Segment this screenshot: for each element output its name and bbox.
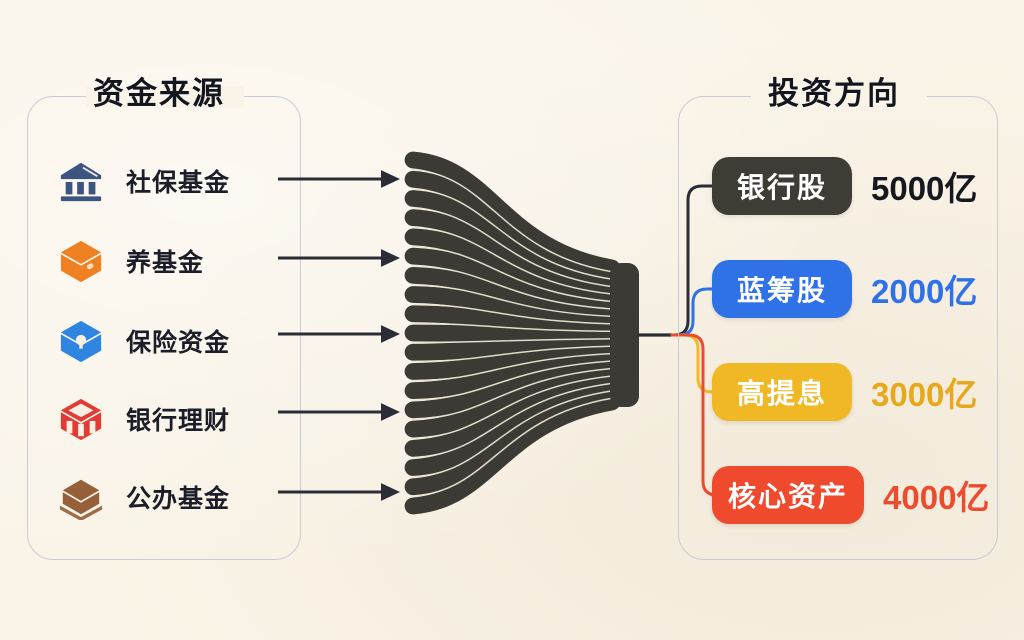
investment-item[interactable]: 蓝筹股 2000亿	[712, 260, 977, 318]
funnel-strand	[404, 356, 621, 419]
left-title-notch	[86, 86, 244, 108]
source-item[interactable]: 保险资金	[58, 310, 308, 372]
funnel-strand-seam	[412, 188, 613, 280]
funnel-strand-seam	[412, 352, 613, 382]
red-cube-icon	[60, 398, 102, 441]
funnel-strand-seam	[412, 360, 613, 402]
funnel-strand	[404, 305, 621, 336]
right-title-notch	[751, 86, 927, 108]
funding-sources-panel	[27, 86, 301, 560]
funnel-strand-seam	[412, 367, 613, 421]
source-item-label: 社保基金	[126, 169, 231, 197]
funnel-strand	[404, 247, 621, 314]
funnel-strand	[404, 393, 621, 515]
bank-building-icon	[60, 162, 102, 202]
source-item-label: 银行理财	[126, 407, 231, 435]
investment-amount: 5000亿	[871, 170, 978, 207]
investment-item[interactable]: 核心资产 4000亿	[712, 466, 989, 524]
funnel-strand-seam	[412, 226, 613, 295]
funnel-strand-seam	[412, 345, 613, 363]
investment-pill[interactable]: 蓝筹股	[712, 260, 852, 318]
funnel-strand	[404, 348, 621, 400]
funnel-strand-seam	[412, 382, 613, 459]
investment-item[interactable]: 银行股 5000亿	[712, 157, 977, 215]
investment-amount: 3000亿	[871, 376, 978, 413]
funnel-strand-seam	[412, 397, 613, 498]
source-item-label: 养基金	[126, 249, 205, 277]
funnel-strand	[404, 266, 621, 322]
funnel-strand	[404, 334, 621, 361]
funding-sources-title: 资金来源	[93, 76, 225, 111]
investment-item[interactable]: 高提息 3000亿	[712, 363, 977, 421]
blue-cube-icon	[60, 320, 102, 363]
source-item[interactable]: 公办基金	[58, 466, 308, 528]
source-item-label: 保险资金	[126, 329, 231, 357]
funnel-strand-seam	[412, 337, 613, 344]
funnel-strand	[404, 286, 621, 329]
source-item[interactable]: 银行理财	[58, 388, 308, 450]
brown-box-icon	[59, 479, 103, 520]
funnel-strand-seam	[412, 168, 613, 273]
investment-directions-title: 投资方向	[768, 76, 900, 111]
investment-pill[interactable]: 核心资产	[712, 466, 865, 524]
funnel-strand-seam	[412, 303, 613, 325]
funnel-strand-seam	[412, 207, 613, 288]
investment-link	[670, 333, 719, 497]
funnel-strand-seam	[412, 390, 613, 478]
funnel-strand	[404, 341, 621, 380]
funnel-strand-seam	[412, 245, 613, 303]
source-item-label: 公办基金	[126, 485, 231, 513]
funnel-collector-bar	[610, 263, 639, 407]
funnel-strand-seam	[412, 264, 613, 310]
investment-pill[interactable]: 高提息	[712, 363, 852, 421]
investment-amount: 2000亿	[871, 273, 978, 310]
source-item[interactable]: 社保基金	[58, 150, 308, 212]
funnel-strand	[404, 324, 621, 344]
funnel-strand-seam	[412, 284, 613, 318]
investment-directions-panel	[678, 86, 998, 560]
investment-pill[interactable]: 银行股	[712, 157, 852, 215]
orange-cube-icon	[60, 240, 102, 283]
funnel-strand-seam	[412, 322, 613, 333]
funnel-strand-seam	[412, 375, 613, 440]
funnel-strand	[404, 228, 621, 307]
source-item[interactable]: 养基金	[58, 230, 308, 292]
investment-amount: 4000亿	[883, 479, 990, 516]
